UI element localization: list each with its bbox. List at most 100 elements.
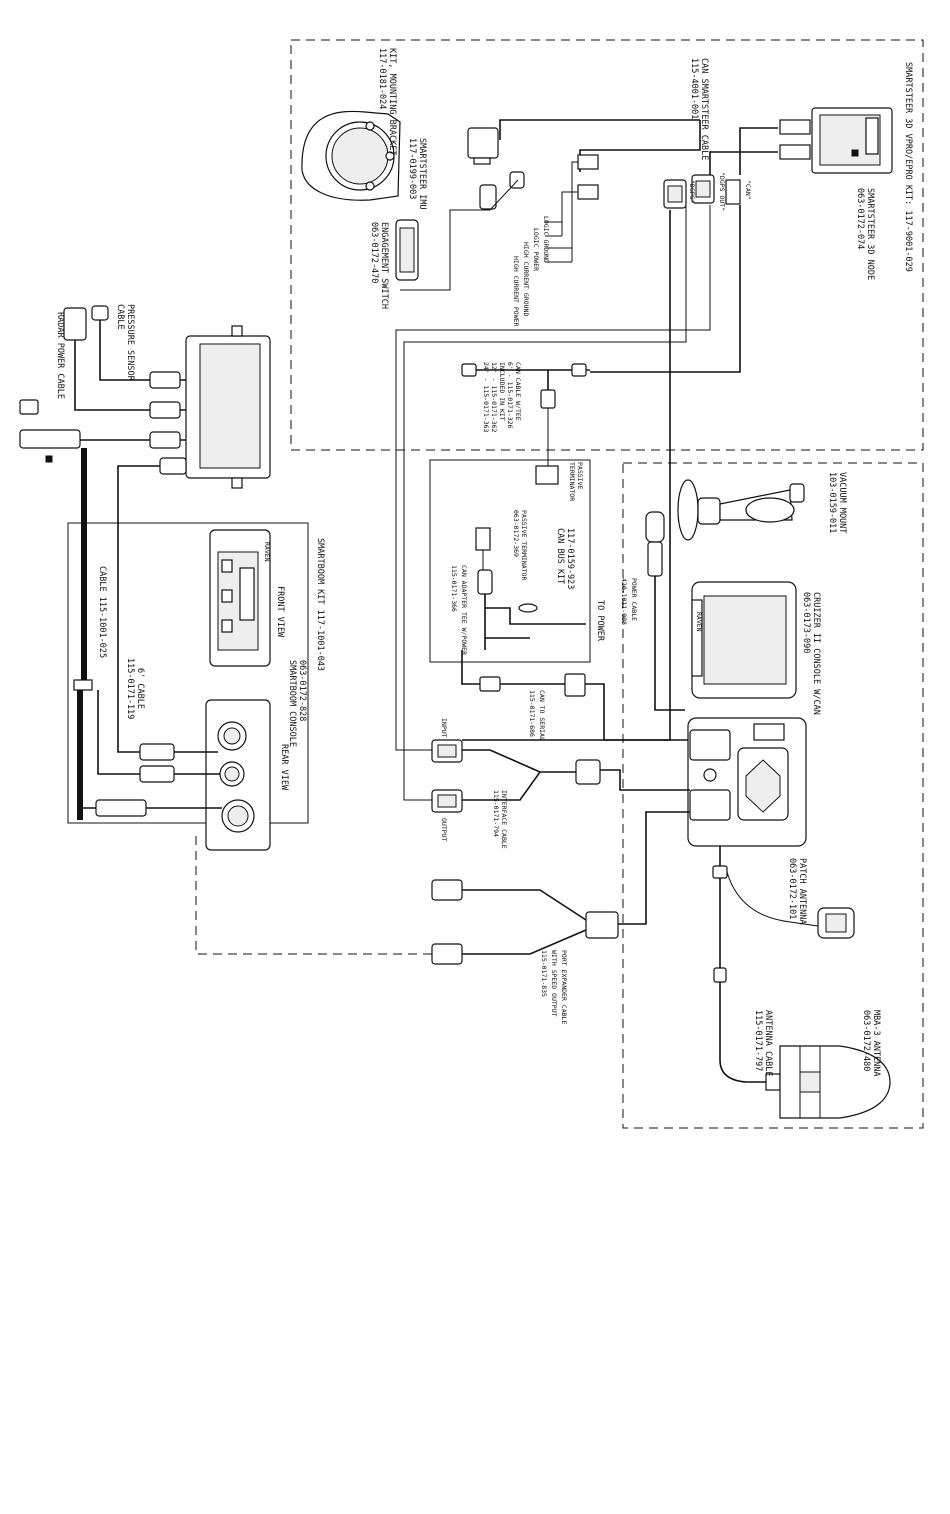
rear-plug-3 [95, 799, 147, 817]
interface-label-1: INTERFACE CABLE [500, 790, 508, 849]
expander-connector-a [431, 879, 463, 901]
pressure-label-2: CABLE [115, 304, 125, 330]
cruizer-console-rear [687, 717, 807, 847]
can-tee-label-3: INCLUDED IN KIT [498, 362, 506, 421]
switch-label-2: 063-0172-470 [369, 222, 379, 283]
smartsteer-node [779, 107, 893, 174]
imu-label-1: SMARTSTEER IMU [417, 138, 427, 210]
harness-side-plug [19, 399, 39, 415]
smartboom-raven-logo: RAVEN [263, 542, 271, 562]
dgps-out-route [395, 205, 711, 751]
adapter-tee-label-1: CAN ADAPTER TEE W/POWER [460, 565, 468, 655]
terminator-top-label-2: TERMINATOR [568, 462, 576, 501]
kit-terminator-label-2: 063-0172-369 [512, 510, 520, 557]
can-serial-lead [461, 650, 480, 685]
smartboom-rear [205, 699, 271, 851]
rear-port-2-cable [97, 690, 220, 775]
can-serial-plug [479, 676, 501, 692]
harness-plug-c [159, 457, 187, 475]
expander-label-3: 115-0171-835 [540, 950, 548, 997]
patch-antenna-wire [726, 871, 819, 927]
vacuum-mount-label-2: 103-0159-011 [827, 472, 837, 533]
dgps-out-connector [691, 174, 715, 204]
can-tee-plug-left [461, 363, 477, 377]
harness-junction [19, 429, 81, 449]
six-foot-label-2: 115-0171-119 [125, 658, 135, 719]
imu-cable [499, 119, 700, 140]
cruizer-label-2: 063-0173-090 [801, 592, 811, 653]
can-tee-connector [540, 389, 556, 409]
rear-view-label: REAR VIEW [279, 744, 289, 791]
harness-plug-b [149, 431, 181, 449]
can-serial-to-console [585, 683, 690, 741]
cruizer-raven-logo: RAVEN [695, 612, 703, 632]
can-tee-label-4: 12' - 115-0171-362 [490, 362, 498, 433]
smartsteer-kit-title: SMARTSTEER 3D VPRO/EPRO KIT: 117-9001-02… [903, 62, 913, 272]
kit-terminator-label-1: PASSIVE TERMINATOR [520, 510, 528, 581]
dgps-to-input-wire [462, 210, 671, 741]
output-connector [431, 789, 463, 813]
port-expander-db9 [585, 911, 619, 939]
expander-connector-b [431, 943, 463, 965]
interface-to-input [462, 749, 541, 773]
vacuum-mount [677, 479, 805, 541]
pressure-plug [149, 371, 181, 389]
vacuum-mount-label-1: VACUUM MOUNT [837, 472, 847, 533]
harness-ground-lug [45, 455, 53, 463]
cruizer-kit-boundary [622, 462, 924, 1129]
radar-cable [74, 340, 150, 411]
dgps-route [403, 205, 687, 801]
power-cable-label-1: POWER CABLE [630, 578, 638, 621]
can-tee-plug-right [571, 363, 587, 377]
bracket-label-1: KIT, MOUNTING BRACKET [387, 48, 397, 155]
kit-terminator [475, 527, 491, 551]
high-current-ground: HIGH CURRENT GROUND [522, 242, 530, 316]
adapter-tee-fuse [518, 603, 538, 613]
passive-terminator-top [535, 465, 559, 485]
dgps-label: "DGPS" [688, 180, 696, 203]
power-wire-1 [571, 161, 578, 262]
smartboom-controller [185, 325, 271, 489]
logic-ground: LOGIC GROUND [542, 216, 550, 263]
pressure-label-1: PRESSURE SENSOR [125, 304, 135, 382]
console-to-expander [618, 811, 690, 925]
adapter-tee-wires [484, 594, 586, 650]
mba-label-2: 063-0172-480 [861, 1010, 871, 1071]
expander-label-2: WITH SPEED OUTPUT [550, 950, 558, 1017]
cruizer-label-1: CRUIZER II CONSOLE W/CAN [811, 592, 821, 715]
antenna-cable-coupler [713, 967, 727, 983]
can-tee-label-2: 6' - 115-0171-326 [506, 362, 514, 429]
expander-to-smartboom [195, 834, 432, 955]
radar-connector [63, 307, 87, 341]
can-connector [725, 179, 741, 205]
smartboom-kit-boundary [67, 522, 309, 824]
patch-antenna-face [825, 913, 847, 933]
can-tee-label-5: 24' - 115-0171-363 [482, 362, 490, 433]
imu-label-2: 117-0199-003 [407, 138, 417, 199]
rear-plug-2 [139, 765, 175, 783]
node-label-1: SMARTSTEER 3D NODE [865, 188, 875, 280]
power-taps [545, 221, 572, 263]
front-view-label: FRONT VIEW [275, 586, 285, 638]
mba3-antenna [779, 1045, 891, 1119]
patch-antenna-connector [712, 865, 728, 879]
power-connector-2 [577, 184, 599, 200]
to-power-label: TO POWER [595, 600, 605, 642]
output-label: OUTPUT [440, 818, 448, 842]
radar-label: RADAR POWER CABLE [55, 312, 65, 399]
antenna-cable-label-2: 115-0171-797 [753, 1010, 763, 1071]
power-cable-label-2: 420-1011-008 [620, 578, 628, 625]
high-current-power: HIGH CURRENT POWER [512, 256, 520, 327]
power-connector-1 [577, 154, 599, 170]
cable-long-label: CABLE 115-1001-025 [97, 566, 107, 658]
smartboom-kit-title: SMARTBOOM KIT 117-1001-043 [315, 538, 325, 671]
can-bus-kit-boundary [429, 459, 591, 663]
smartsteer-kit-boundary [290, 39, 924, 451]
expander-label-1: PORT EXPANDER CABLE [560, 950, 568, 1024]
power-wire-2 [561, 191, 578, 236]
can-cable-label-1: CAN SMARTSTEER CABLE [699, 58, 709, 160]
interface-to-output [462, 771, 576, 801]
node-cable-upper [739, 127, 778, 175]
